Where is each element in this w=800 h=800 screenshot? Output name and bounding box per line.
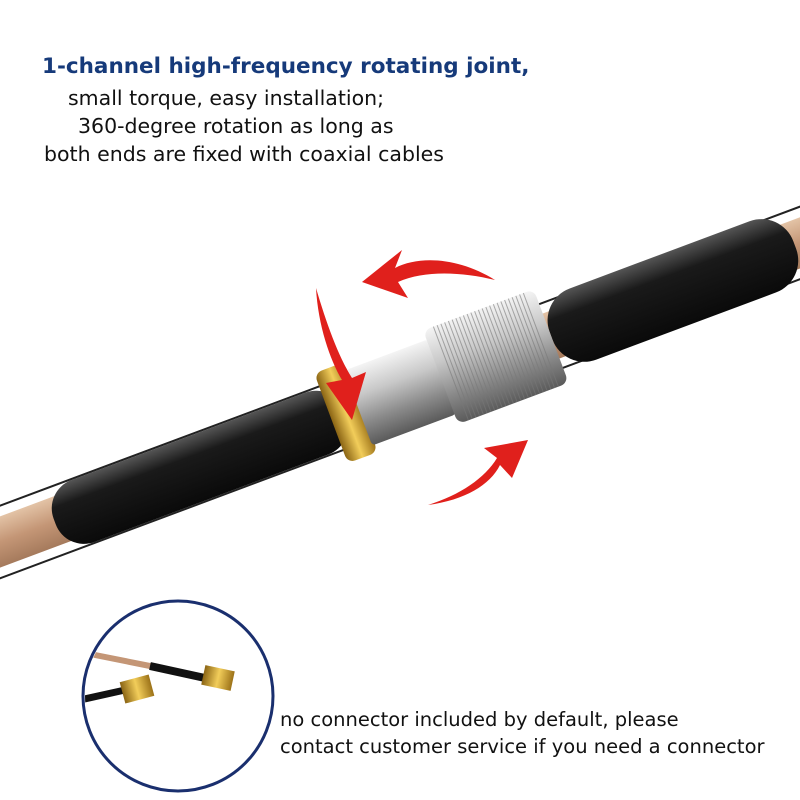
connector-note: contact customer service if you need a c…	[280, 735, 765, 758]
right-heat-shrink	[547, 219, 799, 362]
arrow-left	[316, 288, 366, 420]
arrow-bottom	[428, 440, 528, 505]
silver-sleeve	[345, 340, 456, 445]
connector-note: no connector included by default, please	[280, 708, 679, 731]
headline-title: 1-channel high-frequency rotating joint,	[42, 54, 530, 79]
headline-line: both ends are fixed with coaxial cables	[44, 142, 444, 166]
left-heat-shrink	[51, 390, 349, 544]
headline-line: 360-degree rotation as long as	[78, 114, 394, 138]
rotation-arrows	[316, 250, 528, 505]
headline-line: small torque, easy installation;	[68, 86, 385, 110]
inset-connector-photo	[81, 599, 275, 793]
arrow-top	[362, 250, 495, 298]
